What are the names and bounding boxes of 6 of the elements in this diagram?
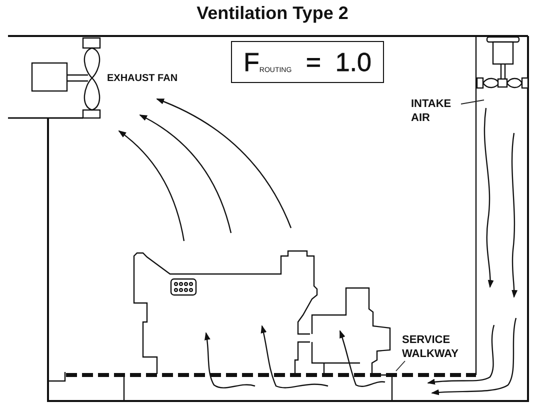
leader-line <box>460 100 484 104</box>
part-label: EXHAUST FAN <box>107 73 178 85</box>
callout-label: INTAKE AIR <box>411 97 461 125</box>
callout-label: SERVICE WALKWAY <box>402 333 468 361</box>
diagram-title: Ventilation Type 2 <box>196 2 348 24</box>
leader-line <box>396 360 406 372</box>
